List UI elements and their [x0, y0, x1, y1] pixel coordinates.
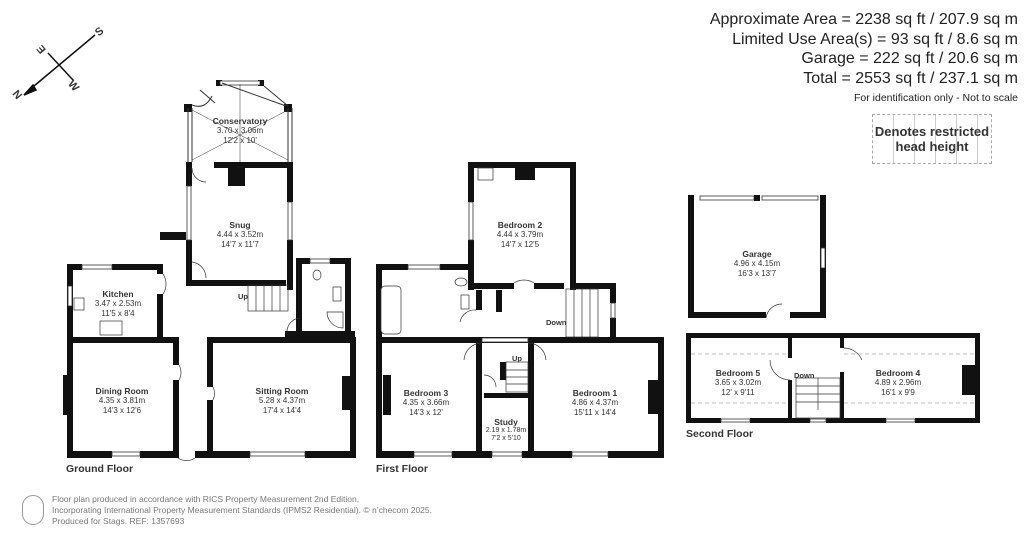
floor-label-ground: Ground Floor — [66, 463, 134, 475]
footer-line-2: Incorporating International Property Mea… — [52, 505, 432, 515]
stairs-down-first: Down — [546, 318, 567, 327]
footer-line-1: Floor plan produced in accordance with R… — [52, 494, 360, 504]
garage-area: Garage = 222 sq ft / 20.6 sq m — [801, 50, 1018, 67]
stairs-down-second: Down — [794, 371, 815, 380]
stairs-up-ground: Up — [238, 292, 248, 301]
legend-line-1: Denotes restricted — [874, 124, 990, 139]
person-icon — [22, 495, 44, 525]
compass-icon — [23, 34, 96, 96]
stairs-up-first: Up — [512, 354, 522, 363]
legend-line-2: head height — [895, 139, 969, 154]
footer-notice: Floor plan produced in accordance with R… — [52, 494, 432, 527]
floor-label-first: First Floor — [376, 463, 428, 475]
floor-label-second: Second Floor — [686, 428, 754, 440]
area-summary: Approximate Area = 2238 sq ft / 207.9 sq… — [710, 10, 1018, 104]
limited-use-area: Limited Use Area(s) = 93 sq ft / 8.6 sq … — [732, 30, 1018, 48]
scale-note: For identification only - Not to scale — [854, 92, 1018, 104]
approximate-area: Approximate Area = 2238 sq ft / 207.9 sq… — [709, 11, 1018, 28]
footer-line-3: Produced for Stags. REF: 1357693 — [52, 516, 185, 526]
total-area: Total = 2553 sq ft / 237.1 sq m — [803, 69, 1018, 87]
restricted-height-legend: Denotes restricted head height — [872, 114, 992, 164]
